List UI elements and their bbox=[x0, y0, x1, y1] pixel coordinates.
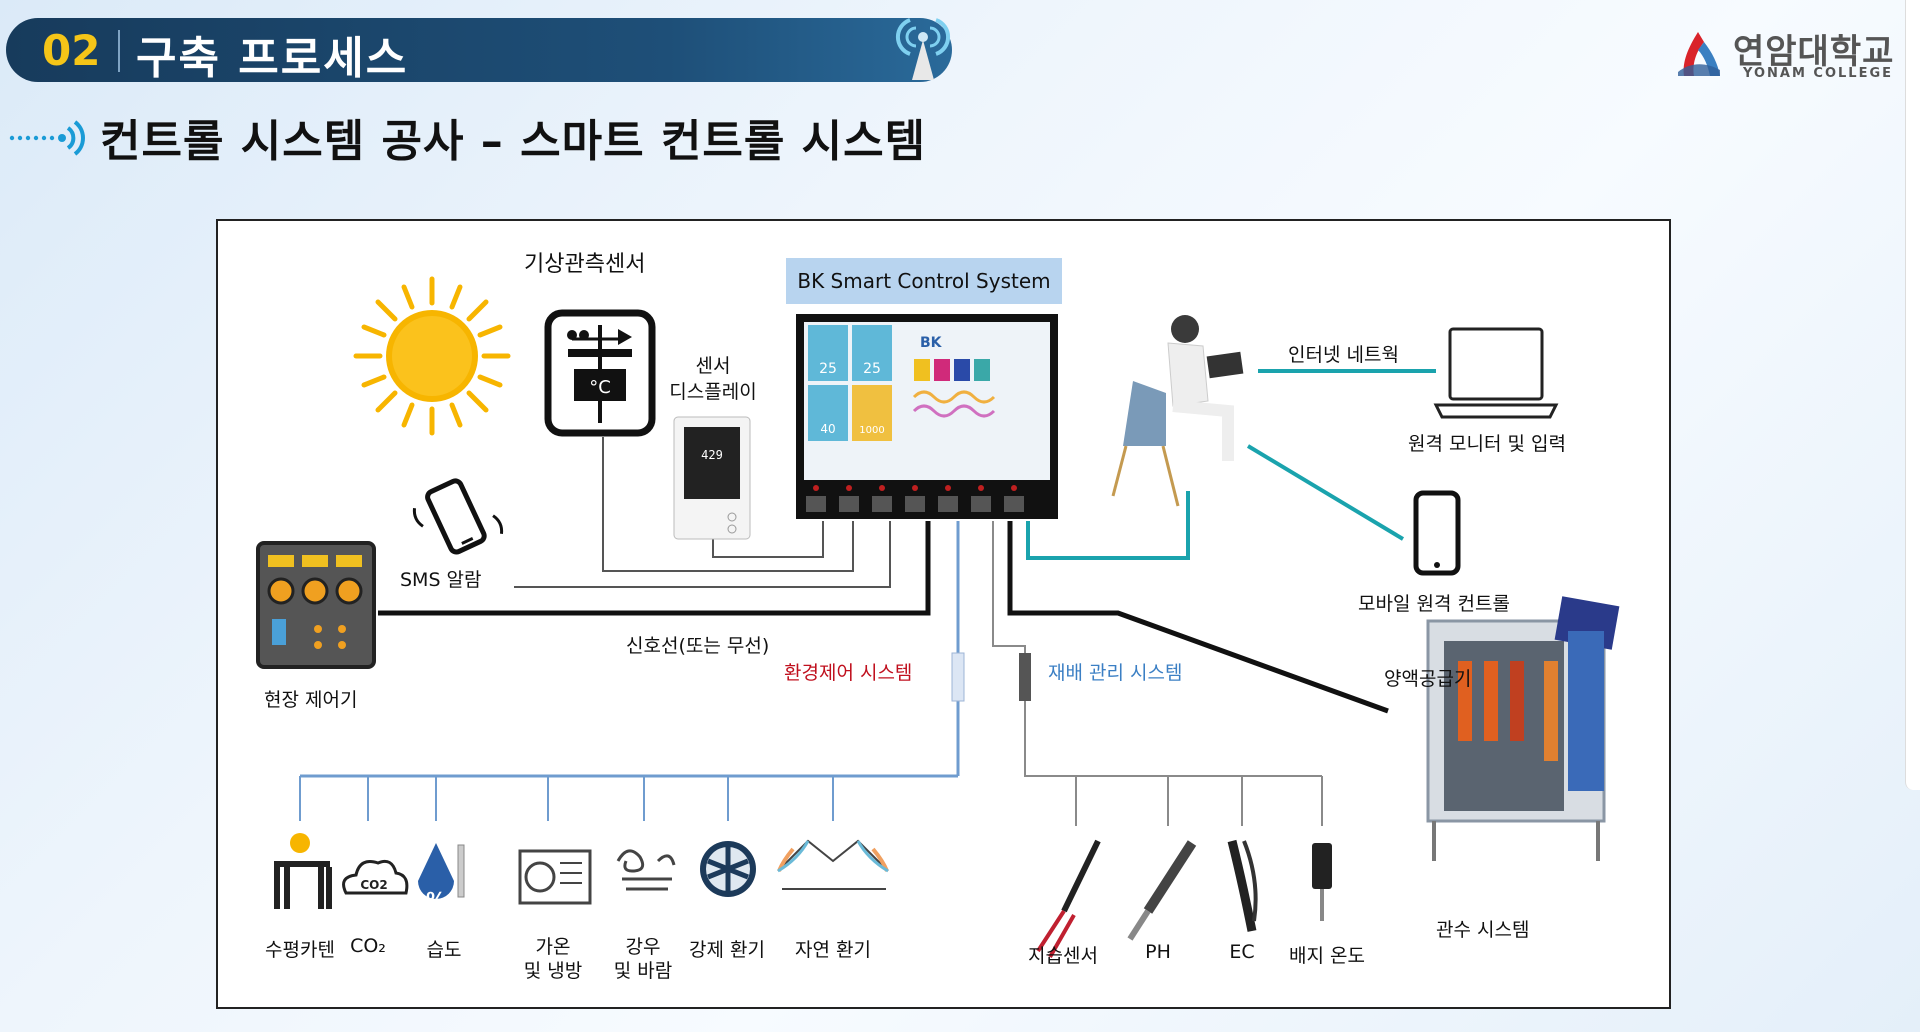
natural-ventilation-icon bbox=[777, 839, 889, 890]
sensor-display-label: 센서 디스플레이 bbox=[669, 355, 757, 403]
side-panel-edge bbox=[1905, 0, 1920, 790]
env-item-label: 강우 및 바람 bbox=[613, 936, 673, 982]
svg-text:25: 25 bbox=[863, 361, 881, 377]
svg-text:1000: 1000 bbox=[859, 425, 884, 436]
remote-monitor-label: 원격 모니터 및 입력 bbox=[1408, 433, 1566, 455]
ec-sensor-icon bbox=[1227, 839, 1258, 932]
nutrient-supplier-icon bbox=[1426, 596, 1620, 861]
system-diagram: °C 429 25 25 40 1000 bbox=[216, 219, 1671, 1009]
svg-text:%: % bbox=[426, 888, 446, 912]
cult-item-label: 지습센서 bbox=[1028, 945, 1098, 967]
signal-line-label: 신호선(또는 무선) bbox=[626, 635, 770, 657]
sensor-display-device-icon: 429 bbox=[673, 416, 751, 540]
svg-text:BK: BK bbox=[920, 335, 943, 351]
env-item-label: 자연 환기 bbox=[795, 939, 871, 961]
antenna-icon bbox=[895, 18, 951, 80]
rain-wind-icon bbox=[616, 849, 676, 891]
cult-connector-icon bbox=[1019, 653, 1031, 701]
svg-text:40: 40 bbox=[820, 422, 835, 436]
weather-sensor-label: 기상관측센서 bbox=[524, 252, 646, 277]
cult-item-label: EC bbox=[1229, 941, 1255, 963]
env-item-label: 가온 및 냉방 bbox=[523, 936, 583, 982]
field-controller-icon bbox=[256, 541, 376, 669]
mobile-control-label: 모바일 원격 컨트롤 bbox=[1358, 593, 1510, 615]
field-controller-label: 현장 제어기 bbox=[264, 689, 358, 711]
signal-dots-icon bbox=[9, 120, 85, 156]
system-title-label: BK Smart Control System bbox=[786, 258, 1062, 304]
diagram-graphics: °C 429 25 25 40 1000 bbox=[256, 276, 1620, 958]
cult-item-label: 배지 온도 bbox=[1289, 945, 1365, 967]
irrigation-label: 관수 시스템 bbox=[1436, 919, 1530, 941]
slide-subtitle: 컨트롤 시스템 공사 – 스마트 컨트롤 시스템 bbox=[100, 116, 927, 167]
sun-icon bbox=[353, 276, 511, 436]
env-connector-icon bbox=[951, 652, 965, 702]
heating-cooling-icon bbox=[518, 849, 592, 905]
section-number: 02 bbox=[42, 26, 101, 75]
env-item-label: 강제 환기 bbox=[689, 939, 765, 961]
env-item-label: 습도 bbox=[426, 939, 462, 961]
soil-moisture-sensor-icon bbox=[1036, 839, 1101, 958]
env-control-label: 환경제어 시스템 bbox=[784, 662, 913, 684]
bk-controller-screen: 25 25 40 1000 BK bbox=[796, 314, 1058, 519]
weather-sensor-icon: °C bbox=[544, 309, 656, 437]
forced-ventilation-icon bbox=[700, 841, 756, 897]
svg-text:25: 25 bbox=[819, 361, 837, 377]
section-banner bbox=[6, 18, 952, 82]
horizontal-curtain-icon bbox=[274, 833, 332, 909]
internet-label: 인터넷 네트웍 bbox=[1288, 344, 1399, 366]
cultivation-label: 재배 관리 시스템 bbox=[1048, 662, 1183, 684]
college-name-en: YONAM COLLEGE bbox=[1743, 66, 1893, 81]
mobile-phone-icon bbox=[1413, 490, 1461, 576]
svg-text:429: 429 bbox=[701, 448, 723, 462]
cult-item-label: PH bbox=[1145, 941, 1171, 963]
sms-alarm-label: SMS 알람 bbox=[400, 569, 482, 591]
banner-divider bbox=[118, 30, 120, 72]
section-title: 구축 프로세스 bbox=[136, 33, 409, 84]
svg-text:°C: °C bbox=[589, 377, 611, 398]
humidity-icon: % bbox=[418, 843, 465, 912]
college-name: 연암대학교 bbox=[1733, 32, 1895, 72]
env-item-label: CO₂ bbox=[350, 935, 386, 957]
co2-icon: CO2 bbox=[342, 859, 409, 895]
substrate-temperature-icon bbox=[1312, 843, 1332, 921]
ph-sensor-icon bbox=[1127, 840, 1197, 941]
laptop-icon bbox=[1433, 327, 1559, 419]
sms-phone-icon bbox=[412, 478, 504, 555]
college-logo-icon bbox=[1678, 32, 1720, 76]
nutrient-supplier-label: 양액공급기 bbox=[1384, 668, 1472, 690]
svg-text:CO2: CO2 bbox=[360, 878, 387, 892]
env-item-label: 수평카텐 bbox=[265, 939, 335, 961]
remote-user-icon bbox=[1111, 315, 1244, 507]
